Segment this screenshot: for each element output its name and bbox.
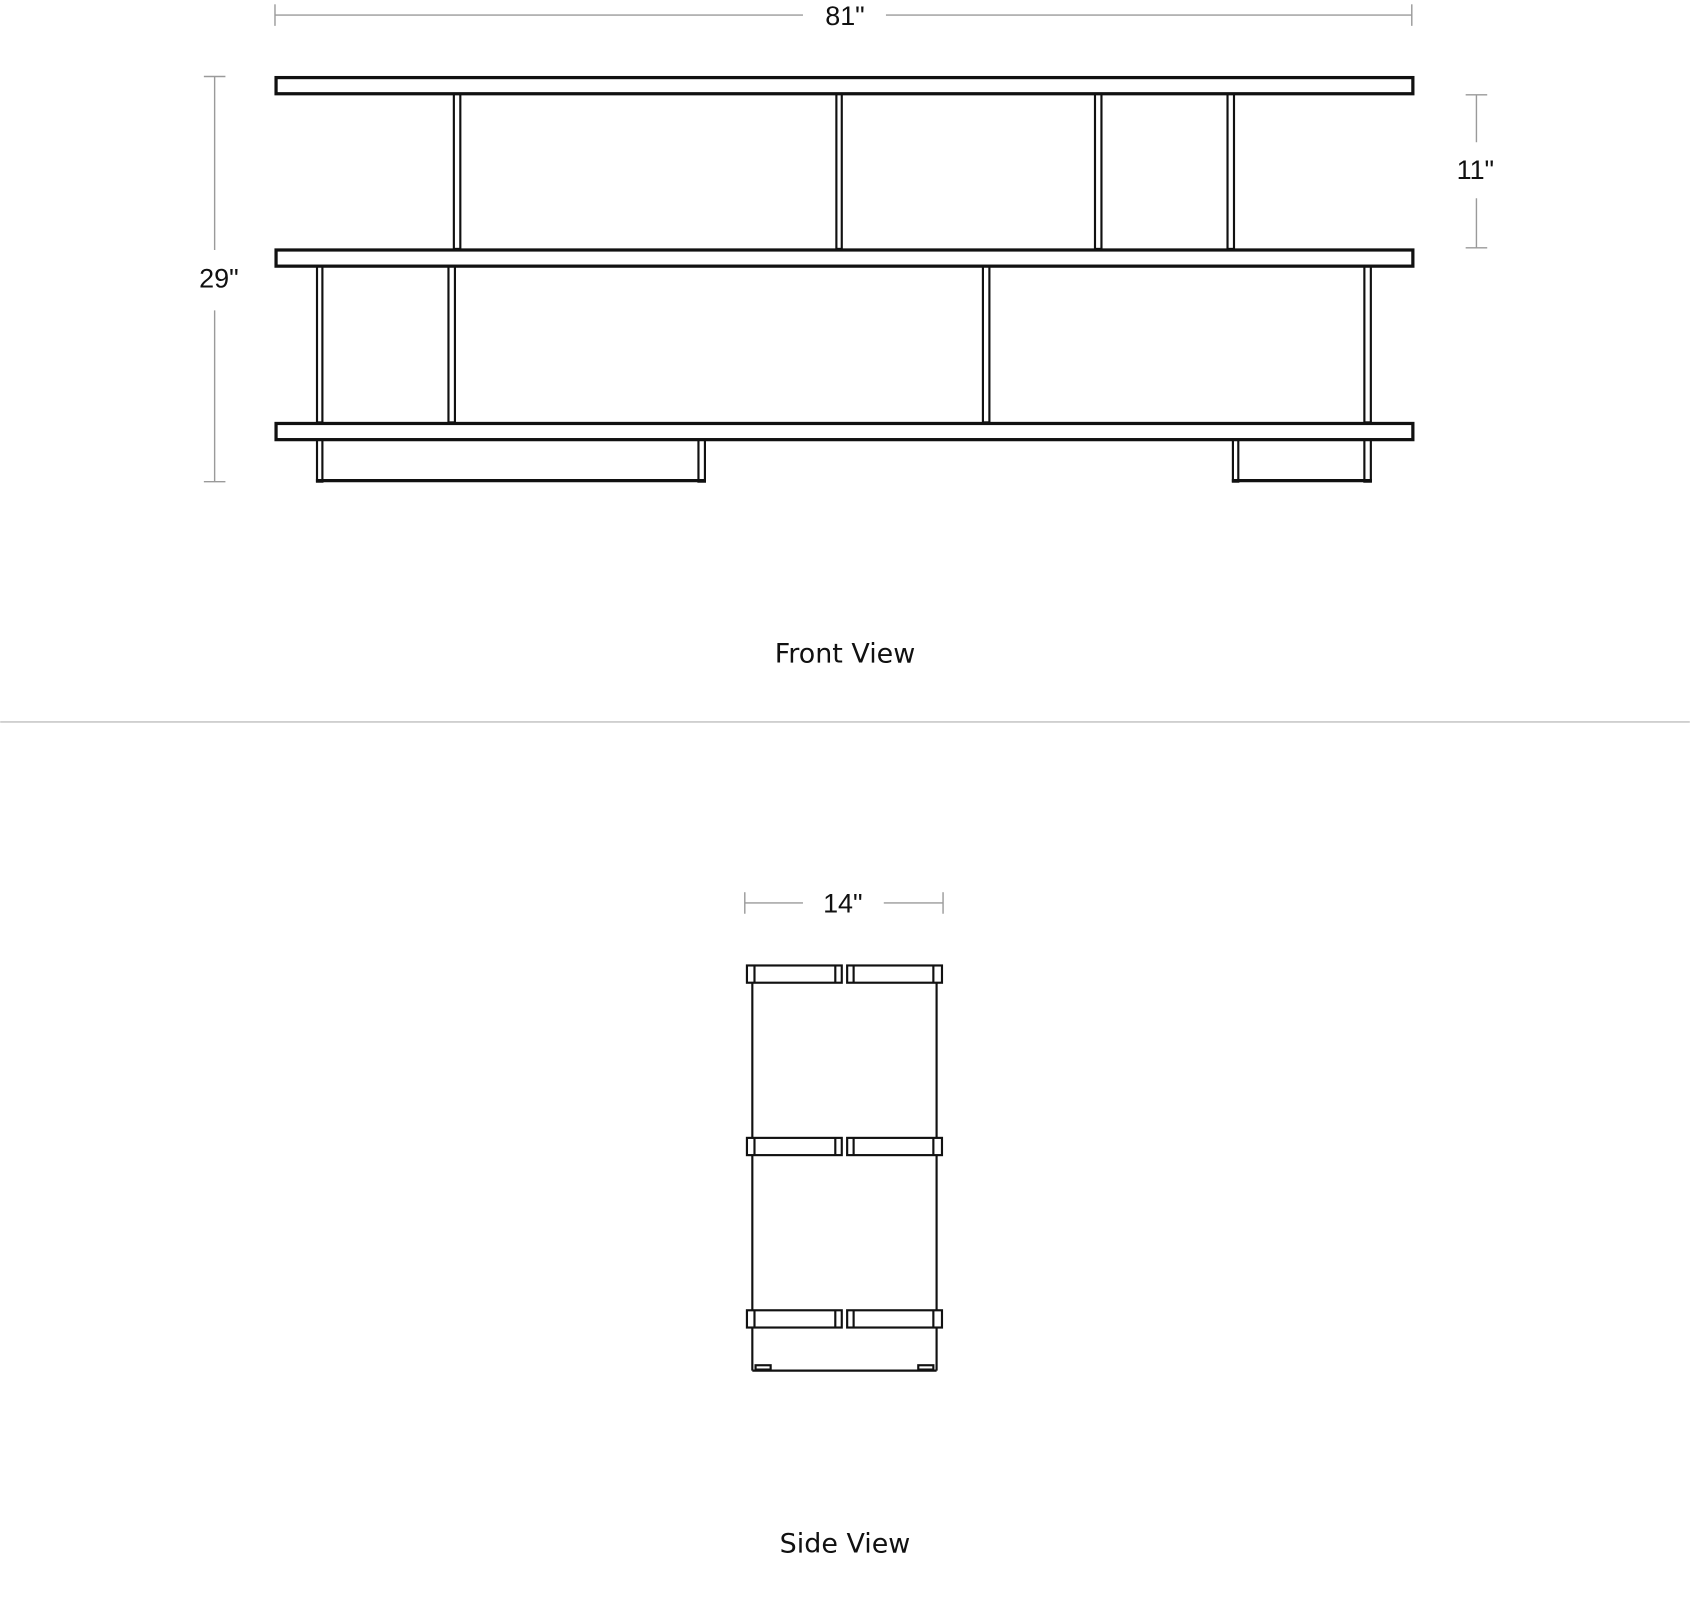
- front-view: 81" 29" 11": [199, 1, 1494, 670]
- shelves: [274, 75, 1415, 442]
- side-view: 14" Side View: [744, 889, 944, 1560]
- height-dimension: 29": [199, 75, 239, 483]
- width-label: 81": [825, 1, 865, 31]
- depth-dimension: 14": [744, 889, 944, 919]
- front-view-caption: Front View: [775, 639, 916, 670]
- shelf-gap-dimension: 11": [1457, 94, 1495, 249]
- height-label: 29": [199, 264, 239, 294]
- side-frame: [751, 982, 938, 1372]
- legs: [315, 438, 1372, 483]
- depth-label: 14": [823, 889, 863, 919]
- shelf-gap-label: 11": [1457, 155, 1495, 185]
- width-dimension: 81": [274, 1, 1413, 31]
- side-shelves: [745, 964, 944, 1329]
- lower-posts: [315, 265, 1372, 424]
- side-view-caption: Side View: [780, 1529, 911, 1560]
- upper-posts: [452, 92, 1236, 250]
